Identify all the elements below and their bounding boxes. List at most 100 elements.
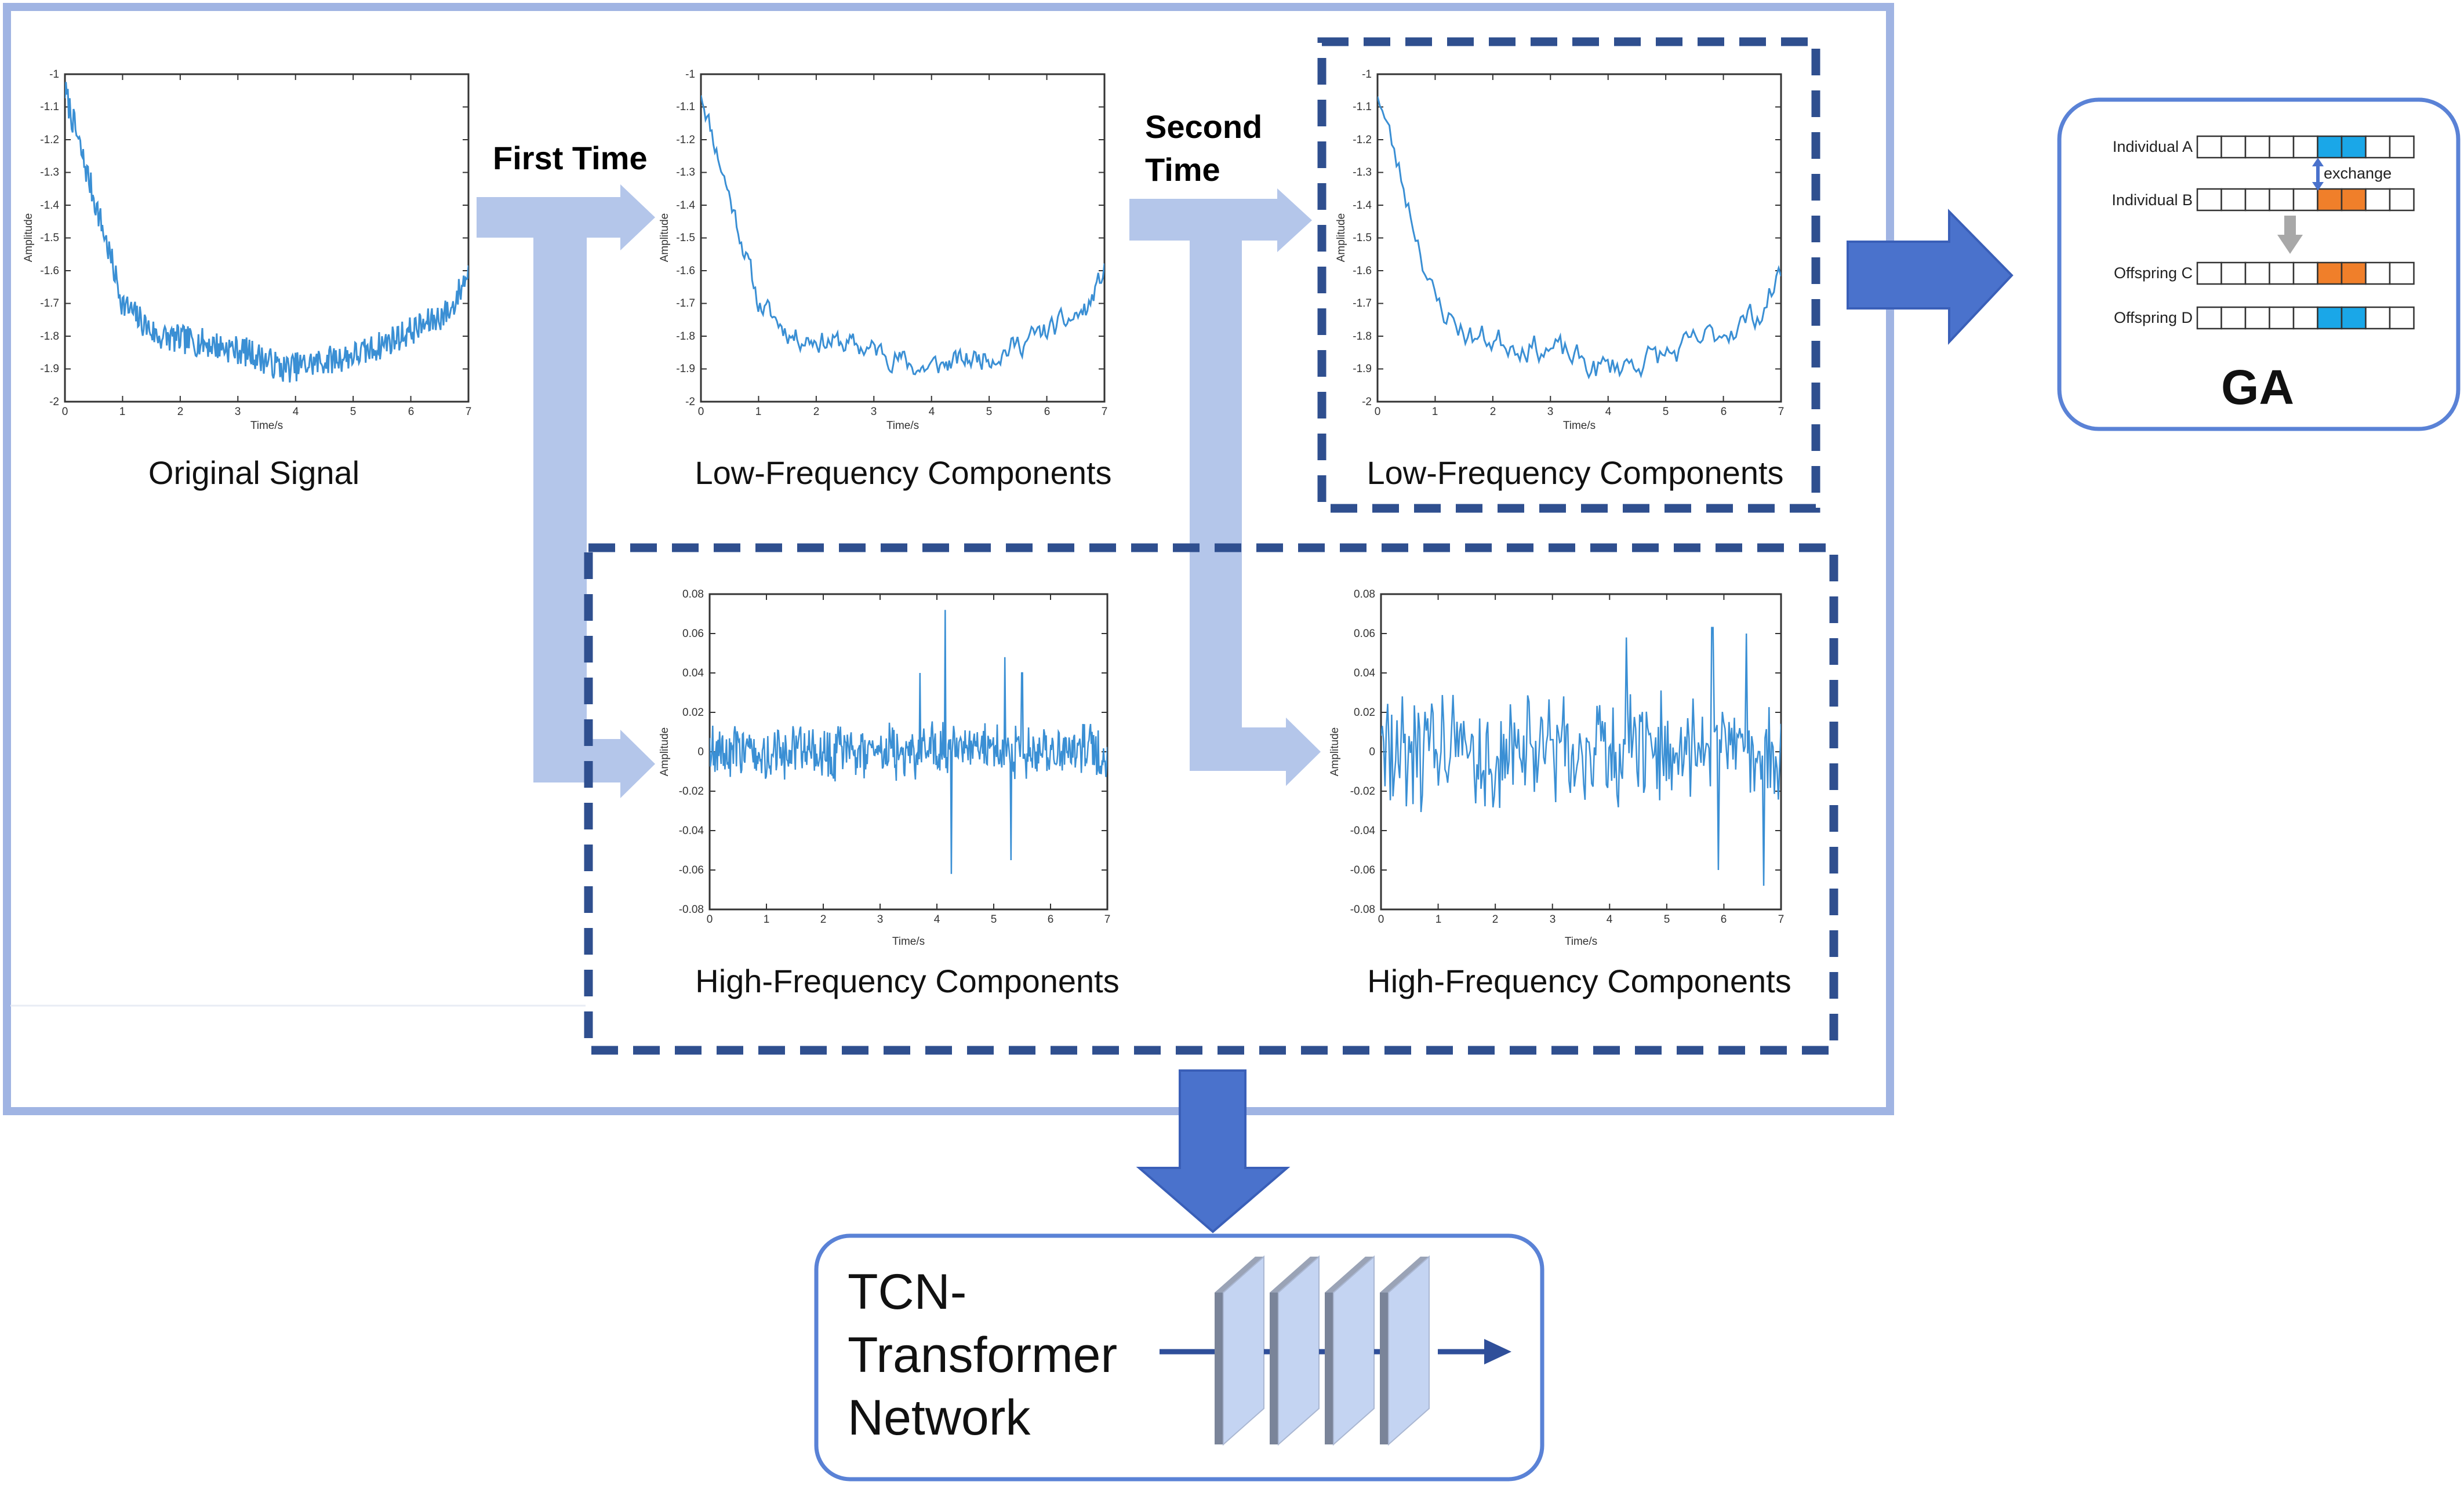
first-decomposition-arrow [477, 184, 655, 798]
x-tick-labels: 0 1 2 3 4 5 6 7 [698, 406, 1108, 418]
svg-text:0.06: 0.06 [1354, 628, 1375, 640]
x-axis-label: Time/s [1563, 420, 1596, 432]
svg-text:0.06: 0.06 [682, 628, 704, 640]
network-output-arrow [1438, 1339, 1511, 1364]
signal-line [1378, 96, 1781, 380]
svg-text:-0.08: -0.08 [679, 904, 704, 916]
svg-text:-1.2: -1.2 [1353, 134, 1372, 146]
network-title-line3: Network [848, 1390, 1031, 1446]
svg-text:-0.02: -0.02 [679, 785, 704, 798]
x-tick-labels: 0 1 2 3 4 5 6 7 [1378, 913, 1785, 926]
exchange-arrow [2312, 158, 2324, 191]
svg-text:-1.9: -1.9 [1353, 363, 1372, 375]
chromosome-b-gene [2269, 188, 2295, 212]
svg-text:-1.8: -1.8 [40, 330, 59, 343]
svg-text:-1.5: -1.5 [1353, 232, 1372, 244]
network-layer [1333, 1255, 1375, 1446]
chromosome-d-gene [2365, 306, 2391, 330]
svg-text:3: 3 [235, 406, 241, 418]
svg-text:-2: -2 [1362, 396, 1372, 408]
svg-text:0.02: 0.02 [682, 707, 704, 719]
svg-text:-1.9: -1.9 [40, 363, 59, 375]
svg-text:-1.6: -1.6 [1353, 265, 1372, 277]
layer-side [1380, 1293, 1389, 1444]
exchange-label: exchange [2324, 165, 2392, 182]
svg-text:-1.6: -1.6 [40, 265, 59, 277]
x-axis-label: Time/s [892, 936, 925, 948]
network-layer [1278, 1255, 1320, 1446]
svg-text:7: 7 [1778, 406, 1785, 418]
svg-text:6: 6 [1048, 913, 1054, 926]
svg-text:-1.3: -1.3 [1353, 166, 1372, 179]
signal-line [65, 82, 468, 383]
plot-high-frequency-1: 0.08 0.06 0.04 0.02 0 -0.02 -0.04 -0.06 … [659, 588, 1120, 999]
arrow-to-ga [1847, 209, 2014, 345]
svg-text:5: 5 [991, 913, 997, 926]
plot-low-frequency-2: -1 -1.1 -1.2 -1.3 -1.4 -1.5 -1.6 -1.7 -1… [1335, 68, 1784, 491]
x-axis-label: Time/s [886, 420, 919, 432]
x-tick-labels: 0 1 2 3 4 5 6 7 [1375, 406, 1785, 418]
second-time-label-line1: Second [1145, 108, 1262, 145]
svg-text:-1: -1 [49, 68, 59, 81]
svg-text:2: 2 [820, 913, 827, 926]
y-tick-labels: 0.08 0.06 0.04 0.02 0 -0.02 -0.04 -0.06 … [679, 588, 704, 916]
network-layer [1388, 1255, 1430, 1446]
arrow-to-network [1136, 1069, 1291, 1233]
individual-a-label: Individual A [2113, 138, 2193, 155]
network-title-line1: TCN- [848, 1264, 966, 1320]
y-axis-label: Amplitude [23, 213, 35, 263]
svg-text:-2: -2 [685, 396, 695, 408]
svg-text:0.04: 0.04 [1354, 667, 1375, 679]
y-axis-label: Amplitude [659, 213, 671, 263]
layer-top [1215, 1257, 1264, 1293]
svg-text:-0.06: -0.06 [1350, 864, 1375, 876]
svg-text:1: 1 [119, 406, 126, 418]
individual-b-label: Individual B [2112, 191, 2193, 209]
chromosome-b-gene [2389, 188, 2415, 212]
chromosome-b-gene [2292, 188, 2318, 212]
svg-text:6: 6 [408, 406, 415, 418]
svg-text:2: 2 [1490, 406, 1496, 418]
svg-text:3: 3 [1550, 913, 1556, 926]
chromosome-c-gene [2292, 261, 2318, 285]
svg-text:-1: -1 [685, 68, 695, 81]
offspring-d-label: Offspring D [2114, 309, 2193, 326]
svg-text:-1.4: -1.4 [40, 199, 59, 212]
plot-axes-box [64, 73, 470, 403]
svg-text:-1.4: -1.4 [1353, 199, 1372, 212]
svg-text:1: 1 [764, 913, 770, 926]
y-tick-labels: -1 -1.1 -1.2 -1.3 -1.4 -1.5 -1.6 -1.7 -1… [40, 68, 59, 408]
svg-text:-1.5: -1.5 [40, 232, 59, 244]
tick-marks [700, 74, 1105, 402]
ga-labels: Individual A Individual B Offspring C Of… [2112, 138, 2193, 326]
tick-marks [709, 594, 1108, 910]
chromosome-c-gene [2244, 261, 2270, 285]
svg-text:-1.4: -1.4 [676, 199, 695, 212]
chromosome-a-gene [2196, 135, 2222, 159]
svg-text:-1.3: -1.3 [676, 166, 695, 179]
svg-text:4: 4 [929, 406, 935, 418]
chromosome-b-gene [2196, 188, 2222, 212]
chromosome-d-gene [2269, 306, 2295, 330]
chromosome-a-gene [2269, 135, 2295, 159]
y-tick-labels: -1 -1.1 -1.2 -1.3 -1.4 -1.5 -1.6 -1.7 -1… [676, 68, 695, 408]
chromosome-b-gene [2317, 188, 2343, 212]
svg-text:-0.08: -0.08 [1350, 904, 1375, 916]
svg-text:4: 4 [934, 913, 940, 926]
chromosome-d-gene [2317, 306, 2343, 330]
svg-text:0: 0 [1378, 913, 1384, 926]
svg-text:-1.9: -1.9 [676, 363, 695, 375]
chromosome-d-gene [2196, 306, 2222, 330]
svg-text:0: 0 [1375, 406, 1381, 418]
svg-text:3: 3 [877, 913, 884, 926]
chromosome-a-gene [2292, 135, 2318, 159]
svg-text:4: 4 [293, 406, 299, 418]
network-panel: TCN- Transformer Network [814, 1233, 1544, 1482]
svg-text:-1.2: -1.2 [676, 134, 695, 146]
plot-caption: High-Frequency Components [695, 963, 1119, 999]
chromosome-a-gene [2341, 135, 2367, 159]
chromosome-a-gene [2244, 135, 2270, 159]
svg-text:1: 1 [755, 406, 762, 418]
chromosome-a-gene [2389, 135, 2415, 159]
second-decomposition-arrow [1129, 188, 1321, 786]
